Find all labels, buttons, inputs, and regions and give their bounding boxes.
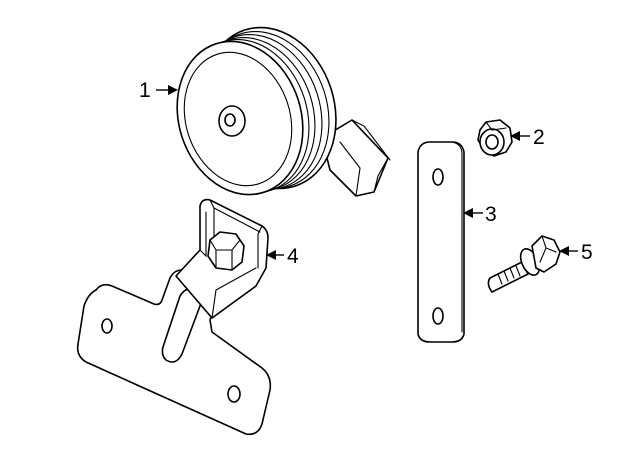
callout-1: 1 bbox=[139, 79, 178, 102]
flange-nut-part[interactable] bbox=[477, 119, 513, 157]
callout-label-bracket: 4 bbox=[287, 245, 299, 268]
mounting-strap-part[interactable] bbox=[417, 141, 465, 343]
horn-part[interactable] bbox=[158, 10, 391, 211]
callout-3: 3 bbox=[463, 203, 497, 226]
bracket-part[interactable] bbox=[76, 198, 272, 436]
callout-label-nut: 2 bbox=[533, 126, 545, 149]
callout-5: 5 bbox=[559, 241, 593, 264]
callout-label-horn: 1 bbox=[139, 79, 151, 102]
callout-label-bolt: 5 bbox=[581, 241, 593, 264]
callout-4: 4 bbox=[266, 245, 299, 268]
callout-2: 2 bbox=[510, 126, 545, 149]
callout-label-strap: 3 bbox=[485, 203, 497, 226]
flange-bolt-part[interactable] bbox=[487, 235, 561, 293]
